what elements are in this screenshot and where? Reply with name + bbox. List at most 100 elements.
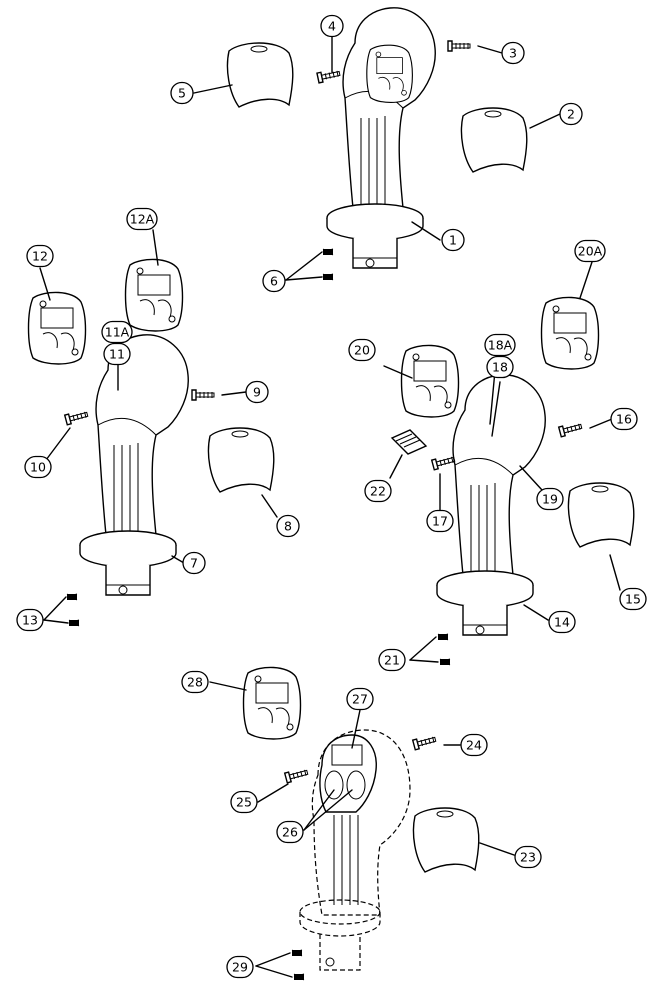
- callout-label: 18A: [488, 338, 513, 353]
- callout-balloon: [126, 207, 158, 231]
- callout-balloon: [181, 670, 209, 694]
- callout-balloon: [276, 514, 300, 538]
- callout-balloon: [574, 239, 606, 263]
- callout-balloon: [182, 551, 206, 575]
- leaders-4: [209, 681, 515, 978]
- pad-20: [400, 344, 460, 418]
- callout-25: 25: [230, 790, 258, 814]
- leaders-3: [383, 261, 621, 663]
- callout-label: 2: [567, 107, 575, 122]
- callout-label: 11: [109, 347, 125, 362]
- callout-26: 26: [276, 820, 304, 844]
- leaders-1: [193, 35, 561, 281]
- callout-1: 1: [441, 228, 465, 252]
- callout-balloon: [536, 487, 564, 511]
- screw-16: [558, 420, 584, 438]
- screw-3: [447, 40, 471, 52]
- callout-2: 2: [559, 102, 583, 126]
- callout-6: 6: [262, 269, 286, 293]
- callout-balloon: [276, 820, 304, 844]
- callout-23: 23: [514, 845, 542, 869]
- callout-12a: 12A: [126, 207, 158, 231]
- callout-label: 6: [270, 274, 278, 289]
- callout-label: 27: [352, 692, 368, 707]
- callout-label: 22: [370, 484, 386, 499]
- callout-balloon: [103, 342, 131, 366]
- callout-balloon: [501, 41, 525, 65]
- callout-balloon: [426, 509, 454, 533]
- callout-label: 3: [509, 46, 517, 61]
- callout-12: 12: [26, 244, 54, 268]
- callout-11a: 11A: [101, 320, 133, 344]
- callout-label: 7: [190, 556, 198, 571]
- callout-balloon: [24, 455, 52, 479]
- callout-13: 13: [16, 608, 44, 632]
- setscrew-29a: [291, 949, 303, 957]
- callout-balloon: [548, 610, 576, 634]
- callout-balloon: [226, 955, 254, 979]
- callout-20a: 20A: [574, 239, 606, 263]
- callout-balloon: [514, 845, 542, 869]
- callout-14: 14: [548, 610, 576, 634]
- callout-balloon: [441, 228, 465, 252]
- callout-label: 12: [32, 249, 48, 264]
- setscrew-21b: [439, 658, 451, 666]
- callout-15: 15: [619, 587, 647, 611]
- callout-balloon: [348, 338, 376, 362]
- pad-12: [27, 291, 87, 365]
- callout-label: 20: [354, 343, 370, 358]
- callout-8: 8: [276, 514, 300, 538]
- callout-label: 18: [492, 360, 508, 375]
- setscrew-6b: [322, 273, 334, 281]
- callout-label: 21: [384, 653, 400, 668]
- callout-balloon: [346, 687, 374, 711]
- callout-balloon: [610, 407, 638, 431]
- callout-label: 5: [178, 86, 186, 101]
- callout-27: 27: [346, 687, 374, 711]
- leaders-2: [39, 229, 278, 624]
- setscrew-6a: [322, 248, 334, 256]
- callout-29: 29: [226, 955, 254, 979]
- setscrew-13b: [68, 619, 80, 627]
- callout-21: 21: [378, 648, 406, 672]
- callout-balloon: [460, 733, 488, 757]
- callout-label: 23: [520, 850, 536, 865]
- callout-label: 12A: [130, 212, 155, 227]
- callout-balloon: [378, 648, 406, 672]
- callout-17: 17: [426, 509, 454, 533]
- cover-5: [226, 42, 294, 108]
- callout-22: 22: [364, 479, 392, 503]
- shell-2: [460, 107, 528, 173]
- handle-assembly-1: [226, 7, 528, 281]
- callout-label: 8: [284, 519, 292, 534]
- callout-balloon: [484, 333, 516, 357]
- callout-label: 11A: [105, 325, 130, 340]
- callout-4: 4: [320, 14, 344, 38]
- block-22: [390, 429, 428, 455]
- callout-label: 24: [466, 738, 482, 753]
- callout-label: 19: [542, 492, 558, 507]
- callout-label: 9: [253, 385, 261, 400]
- callout-18: 18: [486, 355, 514, 379]
- screw-9: [191, 389, 215, 401]
- callout-5: 5: [170, 81, 194, 105]
- handle-assembly-3: [390, 296, 635, 666]
- callout-balloon: [101, 320, 133, 344]
- callout-balloon: [262, 269, 286, 293]
- pad-12a: [124, 258, 184, 332]
- callout-19: 19: [536, 487, 564, 511]
- screw-17: [431, 453, 457, 471]
- callout-16: 16: [610, 407, 638, 431]
- pad-20a: [540, 296, 600, 370]
- callout-label: 17: [432, 514, 448, 529]
- callout-7: 7: [182, 551, 206, 575]
- callout-balloon: [320, 14, 344, 38]
- callout-label: 1: [449, 233, 457, 248]
- callout-label: 25: [236, 795, 252, 810]
- callout-18a: 18A: [484, 333, 516, 357]
- callout-9: 9: [245, 380, 269, 404]
- screw-10: [64, 408, 90, 426]
- setscrew-13a: [66, 593, 78, 601]
